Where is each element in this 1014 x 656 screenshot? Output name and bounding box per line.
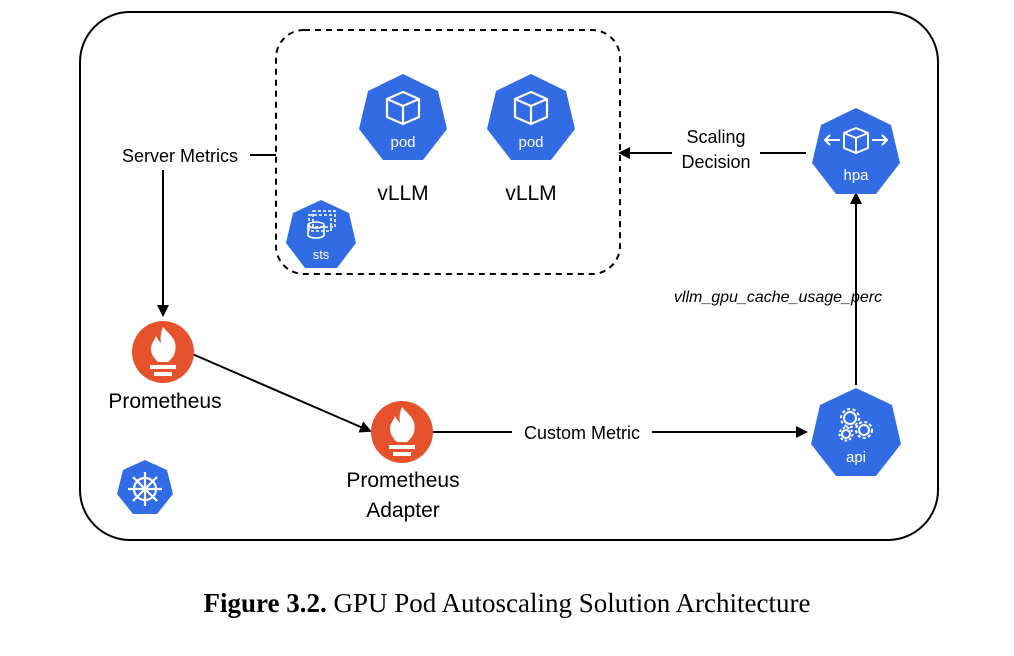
pod-icon-1: pod xyxy=(359,74,447,160)
api-server-icon: api xyxy=(811,388,901,476)
custom-metric-label: Custom Metric xyxy=(524,423,640,443)
figure-caption-text: GPU Pod Autoscaling Solution Architectur… xyxy=(333,588,811,618)
pod-name-2: vLLM xyxy=(505,182,556,205)
hpa-icon: hpa xyxy=(812,108,900,194)
statefulset-group xyxy=(275,29,621,275)
api-icon-label: api xyxy=(846,449,866,466)
cluster-boundary xyxy=(79,11,939,541)
kubernetes-logo-icon xyxy=(117,460,173,514)
prometheus-adapter-icon xyxy=(371,401,433,463)
prometheus-icon xyxy=(132,321,194,383)
pod-icon-label-2: pod xyxy=(518,134,543,151)
prometheus-adapter-label-1: Prometheus xyxy=(346,469,459,492)
prometheus-adapter-label-2: Adapter xyxy=(366,499,440,522)
server-metrics-label: Server Metrics xyxy=(122,146,238,166)
prometheus-label: Prometheus xyxy=(108,390,221,413)
hpa-icon-label: hpa xyxy=(843,167,869,184)
scaling-decision-label-1: Scaling xyxy=(686,127,745,147)
gpu-metric-label: vllm_gpu_cache_usage_perc xyxy=(674,289,882,306)
prometheus-to-adapter-arrow xyxy=(189,352,372,433)
sts-icon: sts xyxy=(286,200,356,268)
figure-caption: Figure 3.2. GPU Pod Autoscaling Solution… xyxy=(0,588,1014,619)
figure-number: Figure 3.2. xyxy=(203,588,327,618)
pod-icon-label-1: pod xyxy=(390,134,415,151)
pod-name-1: vLLM xyxy=(377,182,428,205)
scaling-decision-label-2: Decision xyxy=(681,152,750,172)
pod-icon-2: pod xyxy=(487,74,575,160)
sts-icon-label: sts xyxy=(313,247,330,262)
